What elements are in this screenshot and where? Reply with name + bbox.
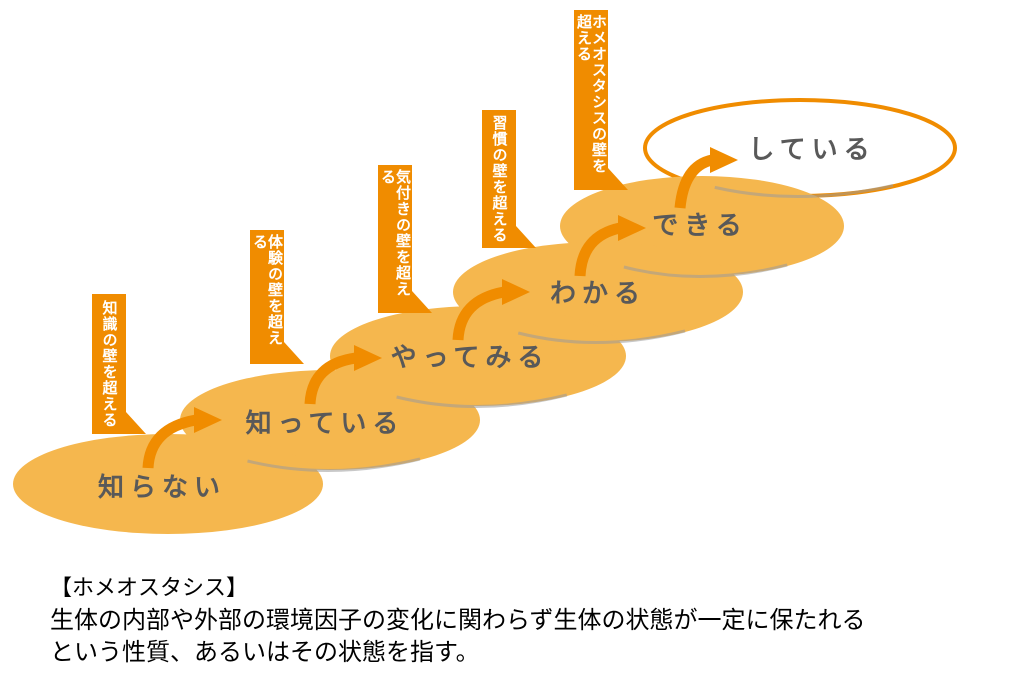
step-arrow	[304, 352, 357, 405]
wall-tag	[92, 294, 126, 434]
wall-tag	[250, 230, 284, 364]
wall-tag-label: 習慣の壁を超える	[490, 115, 509, 243]
stage-shadow	[396, 393, 568, 408]
step-arrow	[574, 222, 622, 277]
step-arrow	[674, 154, 714, 209]
wall-tag	[482, 110, 516, 248]
stage-ellipse	[13, 434, 323, 534]
step-arrowhead	[618, 215, 646, 241]
caption-line-2: という性質、あるいはその状態を指す。	[50, 638, 480, 666]
wall-tag-label: 体験の壁を超える	[251, 234, 284, 346]
caption-line-1: 生体の内部や外部の環境因子の変化に関わらず生体の状態が一定に保たれる	[50, 606, 866, 634]
stage-label: やってみる	[391, 343, 550, 373]
stage-label: わかる	[550, 279, 646, 309]
wall-tag-pointer	[284, 342, 304, 364]
step-arrowhead	[502, 279, 530, 305]
stage-shadow	[517, 329, 686, 344]
wall-tag-pointer	[126, 412, 146, 434]
wall-tag-label: 知識の壁を超える	[100, 300, 119, 428]
wall-tag-label: 気付きの壁を超える	[379, 169, 412, 297]
caption-heading: 【ホメオスタシス】	[50, 576, 249, 601]
step-arrowhead	[710, 147, 738, 173]
wall-tag-pointer	[516, 226, 536, 248]
stage-label: 知らない	[98, 473, 226, 503]
stage-label: 知っている	[246, 409, 405, 439]
step-arrowhead	[354, 345, 382, 371]
wall-tag-pointer	[412, 291, 432, 313]
stage-label: できる	[652, 211, 747, 241]
wall-tag	[378, 165, 412, 313]
wall-tag	[574, 10, 608, 190]
step-arrow	[452, 286, 506, 341]
stage-shadow	[714, 183, 894, 198]
stage-shadow	[623, 263, 788, 279]
caption-block: 【ホメオスタシス】 生体の内部や外部の環境因子の変化に関わらず生体の状態が一定に…	[50, 574, 1010, 668]
step-arrowhead	[194, 407, 222, 433]
stage-label: している	[748, 135, 875, 165]
wall-tag-label: ホメオスタシスの壁を超える	[575, 14, 608, 174]
stage-shadow	[247, 457, 421, 472]
wall-tag-pointer	[608, 168, 628, 190]
step-arrow	[142, 414, 198, 469]
